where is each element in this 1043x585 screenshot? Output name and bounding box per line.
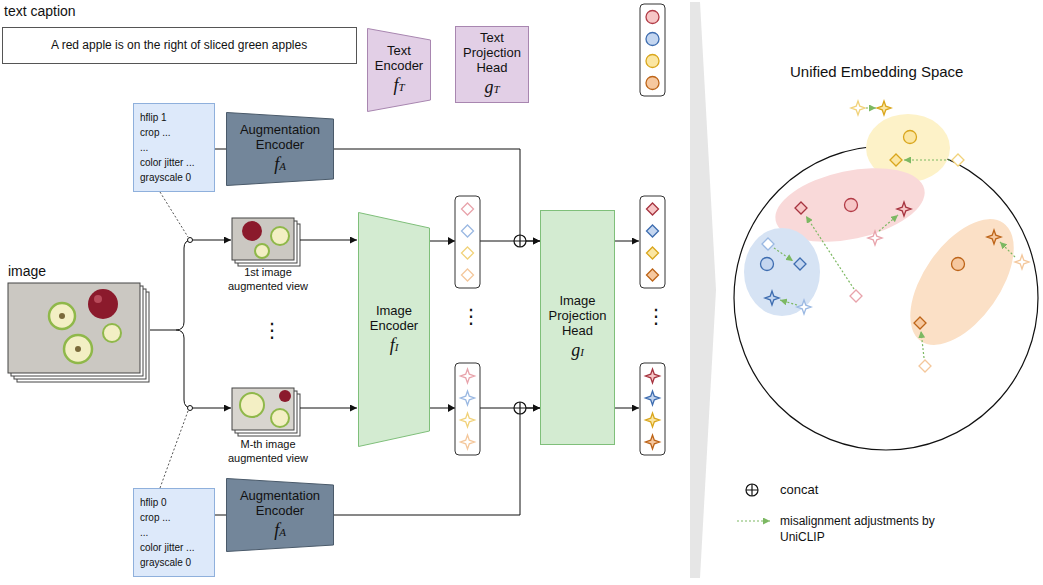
augmentation-params: hflip 0crop ......color jitter ...graysc… [133,488,215,577]
node-text: color jitter ... [140,540,194,555]
node-title: hflip 0 [140,495,167,510]
arrowhead [533,238,540,245]
augmentation-encoder: Augmentation EncoderfA [226,112,334,186]
arrowhead [448,237,455,245]
arrowhead [448,404,455,412]
node-text: color jitter ... [140,155,194,170]
node-title: Augmentation Encoder [230,122,330,152]
node-title: Text Projection Head [460,30,524,75]
node-title: Augmentation Encoder [230,488,330,518]
image-stack [8,283,149,382]
transition-wedge [690,2,716,578]
augmented-view [232,388,300,436]
node-title: Text Encoder [371,43,427,73]
node-text: ... [140,140,148,155]
space-title: Unified Embedding Space [790,62,963,81]
node-text: grayscale 0 [140,555,191,570]
ellipsis-dots: ⋮ [262,318,282,343]
augmented-view [232,218,300,266]
legend-adjustment-sample [737,520,770,521]
image-embedding-column [455,196,480,455]
legend-concat-sample [746,484,758,496]
node-text: crop ... [140,125,171,140]
view-label: 1st image augmented view [222,265,314,293]
branch-lines [150,192,357,488]
image-projection-head: Image Projection HeadgI [540,210,615,445]
node-text: fI [390,335,399,357]
embedding-space [734,101,1038,450]
augmentation-encoder: Augmentation EncoderfA [226,478,334,552]
connector [215,515,226,516]
arrowhead [533,405,540,412]
connector [215,149,226,150]
augmentation-params: hflip 1crop ......color jitter ...graysc… [133,103,215,192]
node-text: grayscale 0 [140,170,191,185]
projected-embedding-column [640,196,665,455]
node-title: Image Projection Head [545,293,610,338]
caption-box: text captionA red apple is on the right … [2,27,357,64]
node-text: crop ... [140,510,171,525]
text-projection-head: Text Projection HeadgT [455,26,529,103]
node-text: fA [274,154,286,176]
view-label: M-th image augmented view [222,437,314,465]
image-label: image [8,262,46,280]
legend-text: misalignment adjustments by UniCLIP [780,513,945,545]
node-text: fA [274,520,286,542]
node-text: gI [571,340,584,362]
node-text: A red apple is on the right of sliced gr… [51,38,307,53]
node-text: ... [140,525,148,540]
node-text: fT [393,75,404,97]
node-title: Image Encoder [362,303,426,333]
connector-line [215,149,226,150]
arrowhead [533,405,540,412]
node-title: text caption [4,2,76,20]
image-encoder: Image EncoderfI [358,212,430,447]
text-encoder: Text EncoderfT [367,28,431,112]
arrowhead [533,238,540,245]
legend-text: concat [780,481,818,498]
output-arrows [615,241,639,408]
ellipsis-dots: ⋮ [461,304,481,329]
concat-symbol [514,235,526,414]
node-title: hflip 1 [140,110,167,125]
text-embedding-column [640,4,665,96]
node-text: gT [484,77,499,99]
connector-line [215,515,226,516]
ellipsis-dots: ⋮ [646,304,666,329]
